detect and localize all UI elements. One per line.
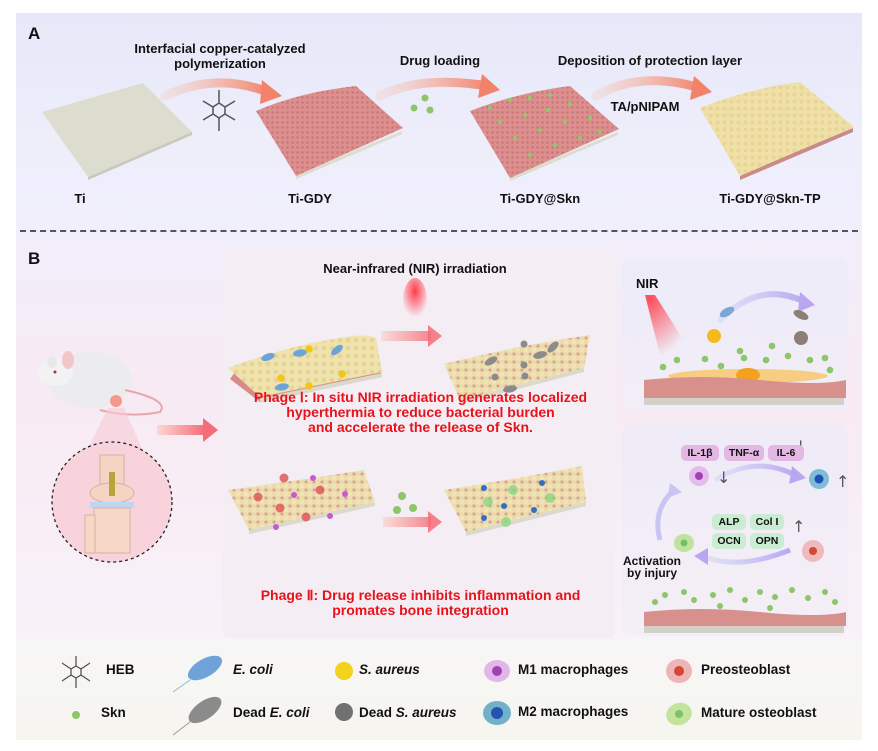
mouse-to-phase-arrow [157,425,205,435]
step3-arrow [591,76,705,101]
legend-dead-e-coli-name: E. coli [269,705,310,720]
nir-title: Near-infrared (NIR) irradiation [323,261,507,276]
legend-dead-e-coli-prefix: Dead [233,705,270,720]
step3-arrowhead [690,76,712,100]
cytokine-il1b: IL-1β [681,445,719,461]
plate-after-nir [444,335,590,404]
mouse-illustration [37,351,163,416]
plate-phase2-before [228,470,375,534]
step1-arrowhead [260,80,282,104]
ti-gdy-plate [256,86,403,179]
step3-sublabel: TA/pNIPAM [610,99,680,114]
phase1-description: Phage Ⅰ: In situ NIR irradiation generat… [228,390,613,435]
skn-release-particles [393,492,417,514]
svg-text:↑: ↑ [792,517,805,536]
legend-s-aureus-icon [335,662,353,680]
activation-line1: Activation [622,554,681,568]
panel-a-illustration [42,74,854,181]
ti-gdy-skn-plate [470,86,619,181]
knee-joint-icon [84,454,135,554]
nir-label: NIR [636,276,659,291]
legend-dead-s-aureus-name: S. aureus [395,705,457,720]
osteoblast-arrow [704,547,791,565]
legend-dead-e-coli-icon [188,696,222,724]
plate-phase2-after [444,466,586,536]
marker-opn: OPN [750,533,784,549]
ti-gdy-skn-tp-plate [700,82,854,180]
cytokine-il6: IL-6 [768,445,804,461]
phase1-arrow [381,331,431,341]
material-label-ti: Ti [74,191,86,206]
phase1-line1: Phage Ⅰ: In situ NIR irradiation generat… [253,389,588,405]
marker-alp: ALP [712,514,746,530]
legend-dead-s-aureus-label: Dead S. aureus [359,705,457,720]
phase2-arrow [383,517,431,527]
plate-before-nir [228,335,382,403]
phase2-line1: Phage Ⅱ: Drug release inhibits inflammat… [260,587,581,603]
ti-plate [42,83,192,180]
coating-layers-bottom [644,609,846,626]
step1-label: Interfacial copper-catalyzed polymerizat… [120,41,320,71]
activation-arrow [655,488,676,541]
implant-site-marker [110,395,122,407]
cytokine-tnfa: TNF-α [724,445,764,461]
activation-line2: by injury [626,566,677,580]
heb-molecule-icon [202,90,236,131]
material-label-ti-gdy-skn: Ti-GDY@Skn [499,191,581,206]
section-divider [20,230,858,232]
phase1-line3: and accelerate the release of Skn. [308,419,533,435]
phase1-line2: hyperthermia to reduce bacterial burden [286,404,555,420]
nir-laser-beam [645,295,690,355]
legend-e-coli-icon [187,655,223,681]
legend-dead-s-aureus-icon [335,703,353,721]
material-label-ti-gdy: Ti-GDY [288,191,332,206]
material-label-ti-gdy-skn-tp: Ti-GDY@Skn-TP [719,191,821,206]
legend-container [16,640,862,740]
step3-label: Deposition of protection layer [557,53,743,68]
step1-label-line1: Interfacial copper-catalyzed [134,41,306,56]
legend-dead-s-aureus-prefix: Dead [359,705,396,720]
legend-skn-label: Skn [101,705,126,720]
svg-text:↓: ↓ [717,468,730,487]
phase2-line2: promates bone integration [332,602,509,618]
legend-m1-label: M1 macrophages [518,662,629,677]
legend-icons [61,655,692,736]
step1-label-line2: polymerization [174,56,266,71]
step2-arrow [375,77,493,101]
marker-col-i: Col I [750,514,784,530]
legend-heb-label: HEB [106,662,135,677]
panel-b-illustration: ↓ ↑ ↓ ↑ [37,278,849,633]
coating-layers-top [644,377,846,398]
step2-arrowhead [478,74,500,98]
dead-s-aureus-top-icon [794,331,808,345]
step2-label: Drug loading [399,53,481,68]
legend-m2-label: M2 macrophages [518,704,629,719]
panel-a-label: A [28,24,41,43]
legend-s-aureus-label: S. aureus [359,662,420,677]
marker-ocn: OCN [712,533,746,549]
legend-heb-icon [61,656,91,688]
legend-e-coli-label: E. coli [233,662,273,677]
m1-to-m2-arrow [713,463,797,483]
legend-skn-icon [72,711,80,719]
legend-dead-e-coli-label: Dead E. coli [233,705,310,720]
live-s-aureus-icon [707,329,721,343]
nir-light-icon [403,278,427,322]
legend-mature-osteoblast-label: Mature osteoblast [701,705,817,720]
panel-b-label: B [28,249,41,268]
svg-text:↑: ↑ [836,472,849,491]
activation-label: Activation by injury [617,555,687,579]
step1-arrow [160,78,273,101]
skn-drug-particles [410,94,434,114]
phase2-description: Phage Ⅱ: Drug release inhibits inflammat… [228,588,613,618]
legend-preosteoblast-label: Preosteoblast [701,662,791,677]
